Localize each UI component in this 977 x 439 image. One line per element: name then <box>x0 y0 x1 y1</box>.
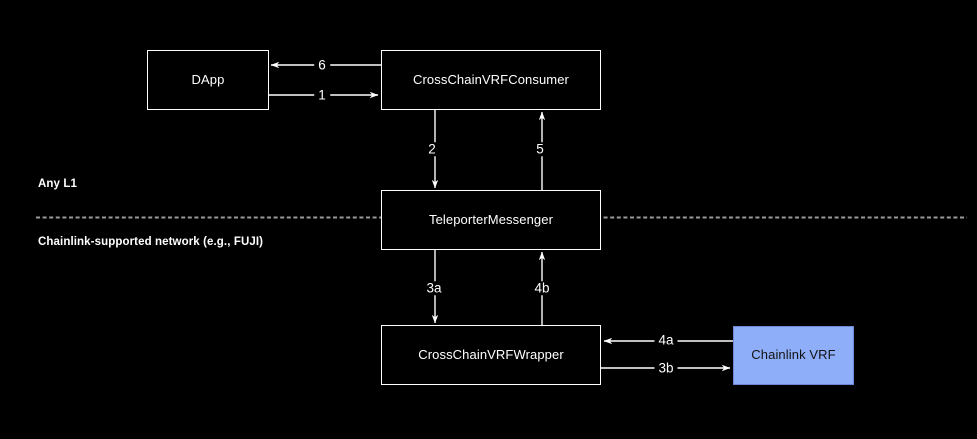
edge-label-5: 5 <box>532 142 548 156</box>
node-teleporter-messenger-label: TeleporterMessenger <box>428 211 554 227</box>
edge-label-2: 2 <box>424 142 440 156</box>
edge-label-1: 1 <box>314 88 330 102</box>
edge-label-6: 6 <box>314 58 330 72</box>
node-dapp-label: DApp <box>191 71 225 87</box>
node-teleporter-messenger[interactable]: TeleporterMessenger <box>381 190 601 250</box>
edge-label-4b: 4b <box>530 281 554 295</box>
node-crosschain-vrf-wrapper[interactable]: CrossChainVRFWrapper <box>381 325 601 385</box>
edge-label-4a: 4a <box>654 333 678 347</box>
node-crosschain-vrf-consumer[interactable]: CrossChainVRFConsumer <box>381 50 601 110</box>
node-crosschain-vrf-wrapper-label: CrossChainVRFWrapper <box>418 346 564 362</box>
edge-label-3a: 3a <box>422 281 446 295</box>
node-chainlink-vrf-label: Chainlink VRF <box>751 347 836 363</box>
node-dapp[interactable]: DApp <box>147 50 269 110</box>
node-chainlink-vrf[interactable]: Chainlink VRF <box>733 326 854 385</box>
node-crosschain-vrf-consumer-label: CrossChainVRFConsumer <box>413 71 569 87</box>
zone-label-any-l1: Any L1 <box>38 178 77 190</box>
zone-label-chainlink-network: Chainlink-supported network (e.g., FUJI) <box>38 236 264 248</box>
edge-label-3b: 3b <box>654 361 678 375</box>
